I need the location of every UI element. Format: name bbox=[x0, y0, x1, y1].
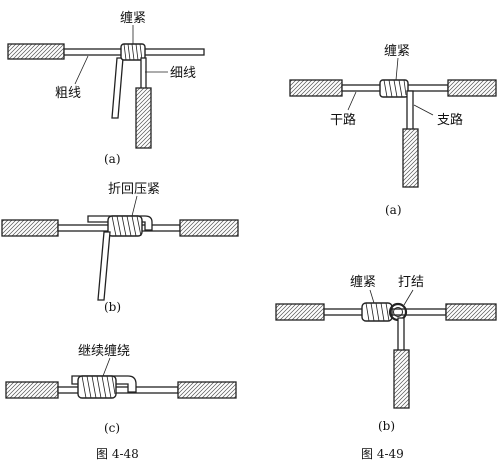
right-wire-insulation bbox=[179, 219, 239, 237]
thin-wire-conductor bbox=[140, 57, 147, 91]
left-wire-insulation bbox=[5, 381, 59, 399]
label-tight: 缠紧 bbox=[120, 10, 146, 26]
wire-coil bbox=[107, 215, 143, 237]
label-thick-wire: 粗线 bbox=[55, 86, 81, 101]
label-fold-press: 折回压紧 bbox=[108, 182, 160, 197]
fig48c-diagram: 继续缠绕 (c) bbox=[5, 343, 237, 435]
fig49a-diagram: 缠紧 干路 支路 (a) bbox=[289, 43, 497, 217]
left-conductor bbox=[57, 386, 179, 394]
branch-conductor bbox=[397, 317, 405, 353]
main-left-insulation bbox=[275, 303, 325, 321]
wire-coil bbox=[379, 79, 409, 98]
main-right-insulation bbox=[445, 303, 497, 321]
caption-49b: (b) bbox=[378, 419, 395, 433]
wire-coil bbox=[77, 375, 117, 399]
caption-48a: (a) bbox=[104, 152, 121, 166]
fig49b-diagram: 缠紧 打结 (b) bbox=[275, 274, 497, 433]
thin-wire-end bbox=[111, 57, 124, 119]
figure-title-4-48: 图 4-48 bbox=[96, 447, 139, 461]
branch-conductor bbox=[406, 90, 414, 132]
fig48a-diagram: 缠紧 细线 粗线 (a) bbox=[7, 10, 205, 166]
right-wire-insulation bbox=[177, 381, 237, 399]
branch-insulation bbox=[402, 128, 419, 188]
main-right-insulation bbox=[447, 79, 497, 97]
main-left-insulation bbox=[289, 79, 343, 97]
label-knot: 打结 bbox=[398, 275, 424, 290]
wire-coil bbox=[361, 302, 393, 322]
label-main-line: 干路 bbox=[330, 112, 356, 128]
left-wire-insulation bbox=[1, 219, 59, 237]
label-branch: 支路 bbox=[437, 112, 463, 128]
caption-49a: (a) bbox=[385, 203, 402, 217]
caption-48b: (b) bbox=[104, 300, 121, 314]
label-thin-wire: 细线 bbox=[170, 66, 196, 81]
label-tight: 缠紧 bbox=[384, 43, 410, 59]
fig48b-diagram: 折回压紧 (b) bbox=[1, 182, 239, 314]
thick-wire-insulation bbox=[7, 43, 65, 60]
figure-title-4-49: 图 4-49 bbox=[361, 447, 404, 461]
branch-insulation bbox=[393, 349, 410, 409]
thin-wire-end bbox=[97, 231, 111, 301]
caption-48c: (c) bbox=[104, 421, 120, 435]
label-tight: 缠紧 bbox=[350, 274, 376, 290]
label-continue-winding: 继续缠绕 bbox=[78, 343, 130, 359]
thin-wire-insulation bbox=[135, 87, 152, 149]
